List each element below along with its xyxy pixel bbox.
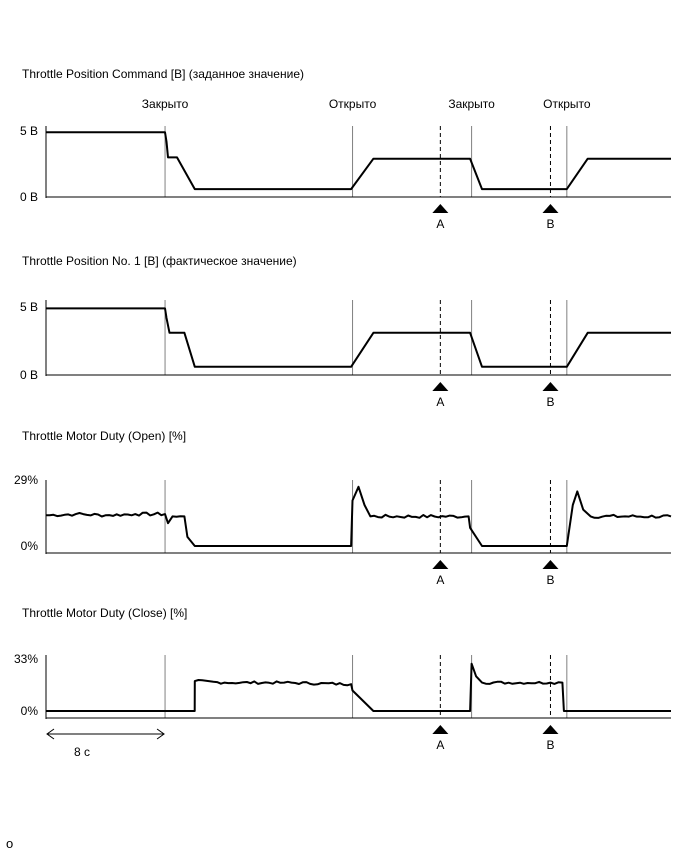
marker-triangle	[432, 204, 449, 213]
marker-label: A	[436, 738, 444, 752]
marker-triangle	[542, 560, 559, 569]
event-label: Открыто	[543, 97, 591, 111]
event-label: Закрыто	[448, 97, 495, 111]
series-line	[46, 307, 671, 368]
y-tick-label: 0%	[21, 704, 39, 718]
marker-label: B	[546, 395, 554, 409]
marker-label: B	[546, 573, 554, 587]
footer-note: o	[6, 836, 13, 851]
marker-triangle	[542, 725, 559, 734]
y-tick-label: 33%	[14, 652, 38, 666]
panel-title: Throttle Motor Duty (Close) [%]	[22, 606, 187, 620]
y-tick-label: 0 В	[20, 190, 38, 204]
panel-1: Throttle Position Command [В] (заданное …	[20, 67, 671, 231]
scale-arrow-left	[46, 728, 55, 740]
marker-triangle	[542, 382, 559, 391]
panel-title: Throttle Position Command [В] (заданное …	[22, 67, 304, 81]
y-tick-label: 5 В	[20, 124, 38, 138]
marker-label: B	[546, 738, 554, 752]
marker-triangle	[432, 560, 449, 569]
scale-label: 8 с	[74, 745, 90, 759]
panel-3: Throttle Motor Duty (Open) [%] 29% 0% A B	[14, 429, 672, 587]
y-tick-label: 5 В	[20, 300, 38, 314]
event-label: Закрыто	[142, 97, 189, 111]
marker-triangle	[542, 204, 559, 213]
marker-label: A	[436, 573, 444, 587]
y-tick-label: 0%	[21, 539, 39, 553]
scale-arrow-right	[156, 728, 165, 740]
panel-title: Throttle Position No. 1 [В] (фактическое…	[22, 254, 297, 268]
event-label: Открыто	[329, 97, 377, 111]
marker-label: A	[436, 395, 444, 409]
panel-2: Throttle Position No. 1 [В] (фактическое…	[20, 254, 671, 409]
y-tick-label: 29%	[14, 473, 38, 487]
panel-4: Throttle Motor Duty (Close) [%] 33% 0% A B	[14, 606, 671, 752]
panel-title: Throttle Motor Duty (Open) [%]	[22, 429, 186, 443]
series-line	[46, 662, 671, 712]
marker-triangle	[432, 725, 449, 734]
y-tick-label: 0 В	[20, 368, 38, 382]
series-line	[46, 131, 671, 191]
marker-triangle	[432, 382, 449, 391]
marker-label: A	[436, 217, 444, 231]
marker-label: B	[546, 217, 554, 231]
series-line	[45, 485, 672, 547]
